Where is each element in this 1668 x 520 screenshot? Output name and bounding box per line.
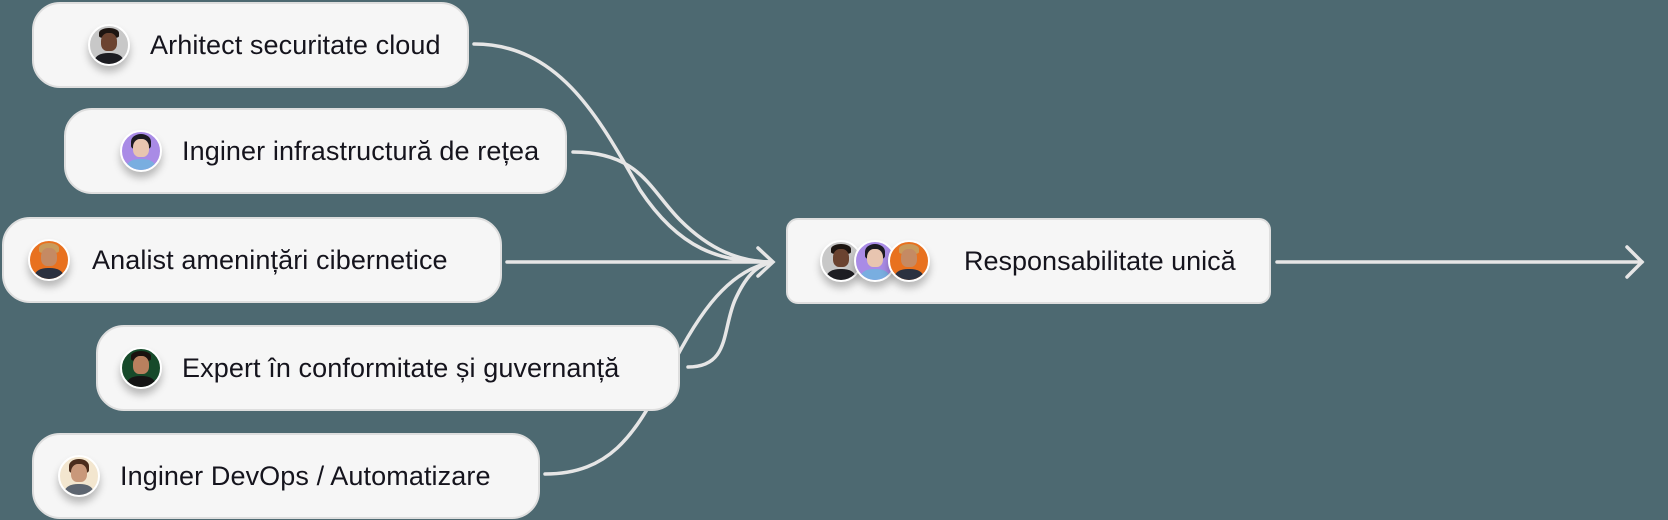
input-node-network-infrastructure-engineer[interactable]: Inginer infrastructură de rețea	[64, 108, 567, 194]
output-label: Responsabilitate unică	[964, 245, 1236, 276]
output-arrowhead	[1625, 245, 1645, 279]
input-node-compliance-governance-expert[interactable]: Expert în conformitate și guvernanță	[96, 325, 680, 411]
output-node-single-responsibility[interactable]: Responsabilitate unică	[786, 218, 1271, 304]
avatar-man-blond	[28, 239, 70, 281]
avatar-man-beard	[120, 347, 162, 389]
avatar-stack	[820, 240, 930, 282]
node-label: Analist amenințări cibernetice	[92, 244, 448, 275]
avatar-man-glasses	[58, 455, 100, 497]
input-node-devops-automation-engineer[interactable]: Inginer DevOps / Automatizare	[32, 433, 540, 519]
node-label: Inginer infrastructură de rețea	[182, 135, 540, 166]
avatar-woman-dark-hair	[120, 130, 162, 172]
merge-arrowhead	[756, 246, 776, 278]
connector-2	[571, 150, 774, 264]
connector-4	[686, 260, 774, 369]
node-label: Expert în conformitate și guvernanță	[182, 352, 620, 383]
avatar-man-blond	[888, 240, 930, 282]
node-label: Arhitect securitate cloud	[150, 29, 441, 60]
node-label: Inginer DevOps / Automatizare	[120, 460, 491, 491]
input-node-cyber-threat-analyst[interactable]: Analist amenințări cibernetice	[2, 217, 502, 303]
avatar-man-dark-skin	[820, 240, 862, 282]
avatar-man-dark-skin	[88, 24, 130, 66]
input-node-cloud-security-architect[interactable]: Arhitect securitate cloud	[32, 2, 469, 88]
